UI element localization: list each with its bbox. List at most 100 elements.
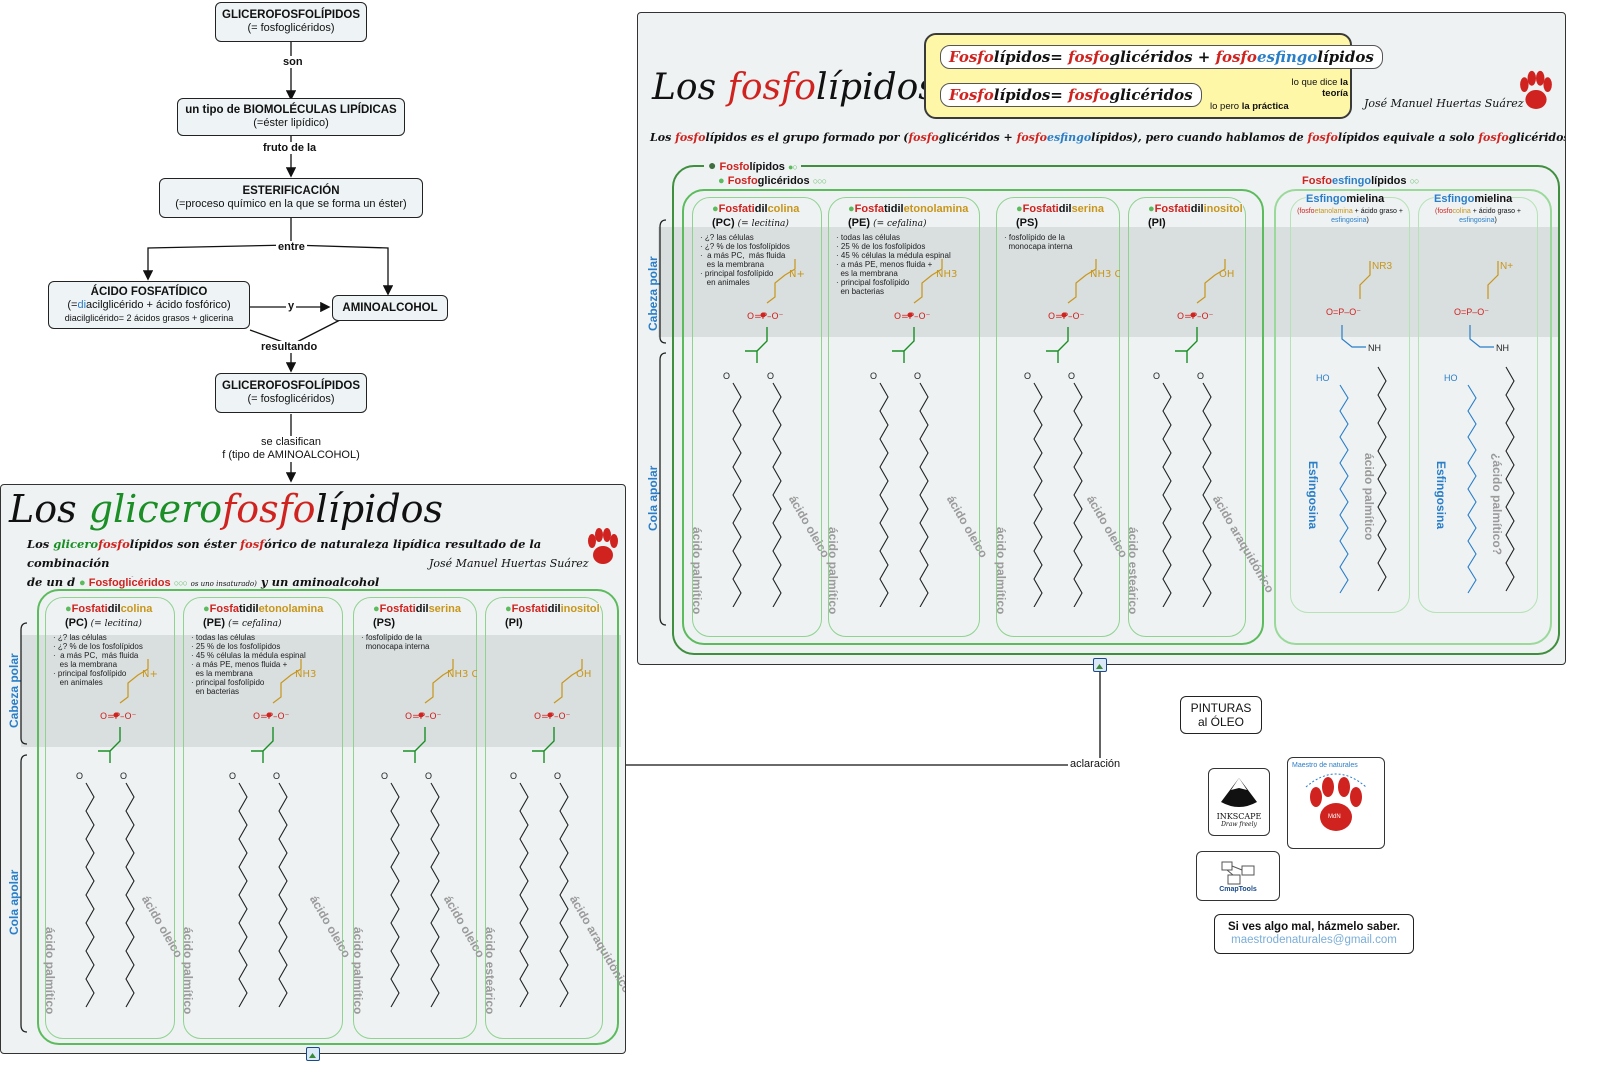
node-title: GLICEROFOSFOLÍPIDOS: [222, 380, 361, 392]
molecule-notes: · fosfolípido de la monocapa interna: [361, 633, 430, 651]
svg-text:O: O: [767, 371, 774, 381]
glicerofosfolipidos-image-panel[interactable]: Los glicerofosfolípidos Los glicerofosfo…: [0, 484, 626, 1054]
molecule-abbreviation: (PS): [373, 617, 395, 629]
molecule-notes: · todas las células · 25 % de los fosfol…: [836, 233, 951, 296]
svg-text:O=P–O⁻: O=P–O⁻: [747, 312, 784, 322]
node-aminoalcohol[interactable]: AMINOALCOHOL: [332, 295, 448, 321]
molecule-abbreviation: (PC) (= lecitina): [712, 217, 789, 229]
group-label-fosfogliceridos[interactable]: ● Fosfoglicéridos ○○○: [75, 577, 191, 589]
inkscape-label: INKSCAPE: [1216, 812, 1262, 821]
node-line-2: al ÓLEO: [1197, 715, 1245, 729]
svg-text:NH3: NH3: [936, 269, 957, 280]
chain-label-1: ácido palmítico: [181, 927, 195, 1015]
molecule-name: ●Fosfatidilserina: [1016, 203, 1104, 215]
head-band: [658, 227, 1558, 337]
node-biomoleculas[interactable]: un tipo de BIOMOLÉCULAS LIPÍDICAS (=éste…: [177, 98, 405, 136]
node-pinturas-oleo[interactable]: PINTURAS al ÓLEO: [1180, 696, 1262, 734]
group-label-fosfoesfingolipidos[interactable]: Fosfoesfingolípidos ○○: [1298, 175, 1423, 187]
svg-text:O: O: [76, 771, 83, 781]
molecule-abbreviation: (PE) (= cefalina): [203, 617, 282, 629]
svg-text:O: O: [229, 771, 236, 781]
author-signature: José Manuel Huertas Suárez: [429, 557, 589, 570]
group-label-fosfolipidos[interactable]: ● Fosfolípidos ●○: [704, 157, 801, 173]
chain-label-1: ácido esteárico: [483, 927, 497, 1015]
sphingosine-label: Esfingosina: [1434, 461, 1448, 530]
link-label-aclaracion[interactable]: aclaración: [1068, 758, 1123, 770]
link-label-clasifican[interactable]: se clasifican f (tipo de AMINOALCOHOL): [215, 436, 367, 462]
inkscape-icon: [1221, 778, 1257, 807]
sphingo-name: Esfingomielina: [1306, 193, 1385, 205]
node-title: ESTERIFICACIÓN: [242, 185, 340, 197]
molecule-name: ●Fosfatidilcolina: [712, 203, 800, 215]
fatty-acid-label: ácido palmítico: [1362, 453, 1376, 541]
node-glicerofosfolipidos-top[interactable]: GLICEROFOSFOLÍPIDOS (= fosfoglicéridos): [215, 2, 367, 42]
link-label-fruto[interactable]: fruto de la: [261, 142, 319, 154]
contact-email[interactable]: maestrodenaturales@gmail.com: [1231, 934, 1397, 946]
group-label-fosfogliceridos[interactable]: ● Fosfoglicéridos ○○○: [714, 175, 831, 187]
link-label-entre[interactable]: entre: [276, 241, 307, 253]
svg-text:O: O: [381, 771, 388, 781]
molecule-structure: NH3 CO2O=P–O⁻OO: [381, 659, 477, 1008]
svg-text:N+: N+: [789, 269, 805, 280]
node-note: diacilglicérido= 2 ácidos grasos + glice…: [64, 312, 234, 323]
paw-logo-icon: [1305, 773, 1367, 831]
molecule-name: ●Fosfatidiletonolamina: [848, 203, 969, 215]
inkscape-logo-card[interactable]: INKSCAPE Draw freely: [1208, 768, 1270, 836]
maestro-naturales-logo-card[interactable]: Maestro de naturales MdN: [1287, 757, 1385, 849]
node-glicerofosfolipidos-bottom[interactable]: GLICEROFOSFOLÍPIDOS (= fosfoglicéridos): [215, 373, 367, 413]
link-line-1: se clasifican: [261, 436, 321, 448]
link-label-resultando[interactable]: resultando: [259, 341, 320, 353]
maestro-badge: MdN: [1328, 814, 1341, 820]
fatty-acid-label: ¿ácido palmítico?: [1490, 453, 1504, 556]
svg-text:O=P–O⁻: O=P–O⁻: [100, 712, 137, 722]
fosfolipidos-image-panel[interactable]: Los fosfolípidos Fosfolípidos= fosfoglic…: [637, 12, 1566, 665]
cmaptools-logo-card[interactable]: CmapTools: [1196, 851, 1280, 901]
note-theory: lo que dice la teoría: [1291, 77, 1348, 99]
image-resource-icon-left[interactable]: [306, 1047, 320, 1061]
contact-text: Si ves algo mal, házmelo saber.: [1228, 921, 1400, 933]
cmaptools-icon: [1221, 861, 1255, 884]
chain-label-1: ácido esteárico: [1126, 527, 1140, 615]
node-subtitle: (=proceso químico en la que se forma un …: [175, 198, 407, 210]
link-label-y[interactable]: y: [286, 300, 297, 312]
node-subtitle: (=éster lipídico): [253, 117, 329, 129]
svg-text:NH: NH: [1368, 343, 1381, 353]
molecule-name: ●Fosfatidilinositol: [505, 603, 600, 615]
node-esterificacion[interactable]: ESTERIFICACIÓN (=proceso químico en la q…: [159, 178, 423, 218]
svg-text:O: O: [273, 771, 280, 781]
molecule-frame: [183, 597, 343, 1039]
fosfoesfingolipidos-frame: [1274, 189, 1552, 645]
svg-text:O: O: [425, 771, 432, 781]
node-acido-fosfatidico[interactable]: ÁCIDO FOSFATÍDICO (=diacilglicérido + ác…: [48, 281, 250, 329]
link-label-son[interactable]: son: [281, 56, 305, 68]
svg-text:O=P–O⁻: O=P–O⁻: [405, 712, 442, 722]
sphingo-name: Esfingomielina: [1434, 193, 1513, 205]
molecule-frame: [828, 197, 980, 637]
molecule-notes: · ¿? las células · ¿? % de los fosfolípi…: [700, 233, 790, 287]
svg-text:NR3: NR3: [1372, 261, 1392, 272]
svg-text:O: O: [510, 771, 517, 781]
svg-text:O=P–O⁻: O=P–O⁻: [253, 712, 290, 722]
molecule-name: ●Fosfatidilcolina: [65, 603, 153, 615]
image-resource-icon-right[interactable]: [1093, 658, 1107, 672]
molecule-abbreviation: (PC) (= lecitina): [65, 617, 142, 629]
svg-text:O: O: [1197, 371, 1204, 381]
node-title: un tipo de BIOMOLÉCULAS LIPÍDICAS: [185, 104, 397, 116]
svg-text:N+: N+: [142, 669, 158, 680]
brackets: [20, 622, 28, 1033]
node-contact[interactable]: Si ves algo mal, házmelo saber. maestrod…: [1214, 914, 1414, 954]
author-signature: José Manuel Huertas Suárez: [1364, 97, 1524, 110]
molecule-name: ●Fosfatidilserina: [373, 603, 461, 615]
node-subtitle: (= fosfoglicéridos): [247, 393, 335, 405]
chain-label-1: ácido palmítico: [690, 527, 704, 615]
svg-text:O=P–O⁻: O=P–O⁻: [894, 312, 931, 322]
svg-text:OH: OH: [1219, 269, 1234, 280]
svg-text:O: O: [1024, 371, 1031, 381]
svg-text:O: O: [914, 371, 921, 381]
svg-text:NH3: NH3: [295, 669, 316, 680]
molecule-notes: · fosfolípido de la monocapa interna: [1004, 233, 1073, 251]
